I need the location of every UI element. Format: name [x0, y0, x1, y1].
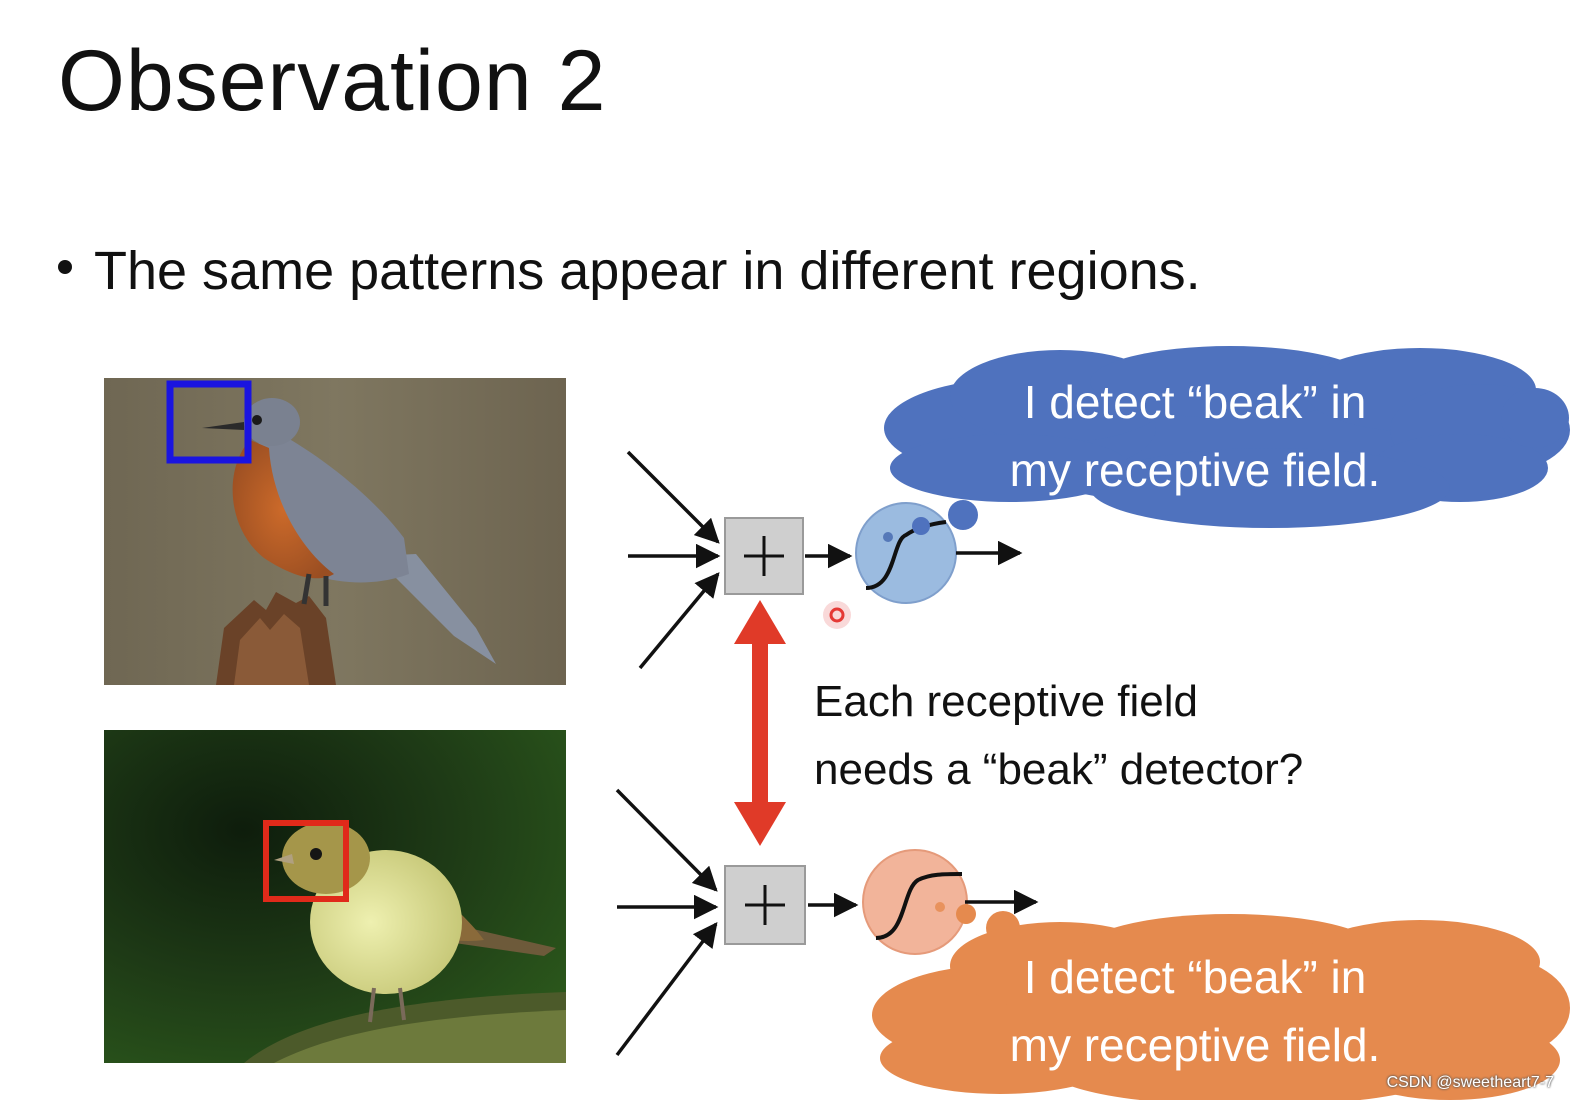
top-input-arrows — [626, 450, 721, 670]
bullet-dot — [58, 259, 72, 274]
question-line-1: Each receptive field — [814, 677, 1198, 726]
bullet-item: The same patterns appear in different re… — [58, 244, 1201, 298]
cloud-text-bottom: I detect “beak” in my receptive field. — [960, 943, 1430, 1079]
bullet-text: The same patterns appear in different re… — [94, 241, 1201, 301]
cloud-top-line-1: I detect “beak” in — [1023, 376, 1367, 428]
thought-cloud-bottom — [872, 914, 1570, 1100]
thought-cloud-top — [884, 346, 1570, 528]
bird-photo-top — [104, 378, 566, 685]
sigmoid-icon — [865, 520, 947, 590]
bird-photo-bottom — [104, 730, 566, 1063]
slide-title: Observation 2 — [58, 33, 607, 129]
pointer-marker — [823, 601, 851, 629]
question-line-2: needs a “beak” detector? — [814, 745, 1304, 794]
cloud-text-top: I detect “beak” in my receptive field. — [960, 368, 1430, 504]
double-arrow-icon — [734, 600, 786, 846]
top-activation — [855, 500, 978, 604]
bottom-sum-box — [724, 865, 806, 945]
top-sum-box — [724, 517, 804, 595]
cloud-bottom-line-1: I detect “beak” in — [1023, 951, 1367, 1003]
question-text: Each receptive field needs a “beak” dete… — [814, 668, 1303, 804]
bottom-input-arrows — [615, 788, 719, 1057]
watermark: CSDN @sweetheart7-7 — [1386, 1074, 1554, 1091]
cloud-bottom-line-2: my receptive field. — [1009, 1019, 1381, 1071]
sigmoid-icon — [875, 872, 963, 940]
cloud-top-line-2: my receptive field. — [1009, 444, 1381, 496]
